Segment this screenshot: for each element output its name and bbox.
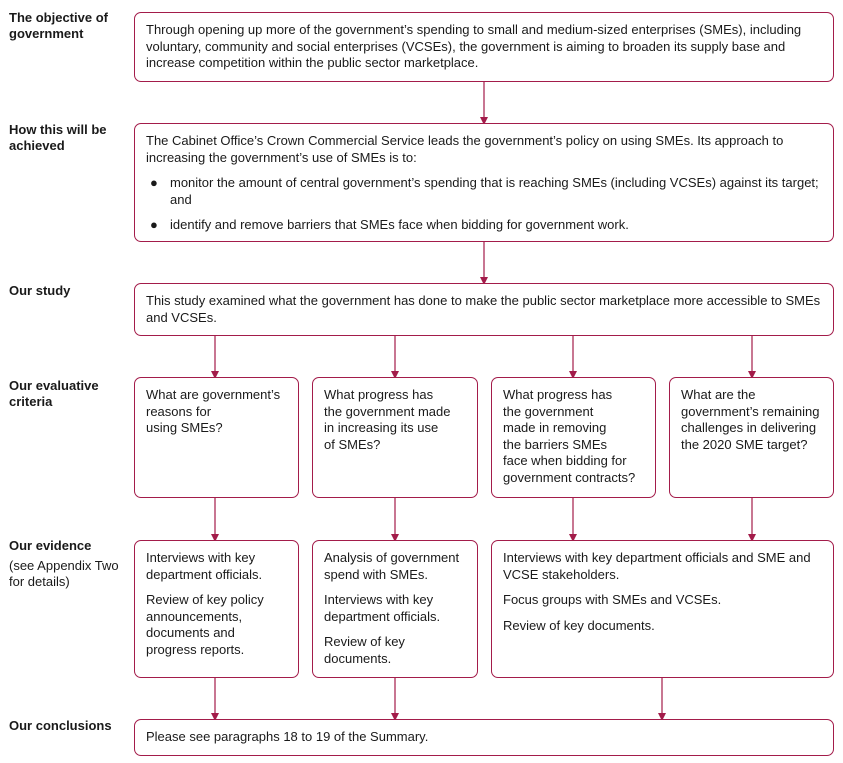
label-objective: The objective of government xyxy=(9,10,108,41)
label-how: How this will be achieved xyxy=(9,122,107,153)
study-text: This study examined what the government … xyxy=(146,293,821,325)
objective-text: Through opening up more of the governmen… xyxy=(146,22,802,70)
evidence-box-3: Interviews with key department officials… xyxy=(491,540,834,678)
criteria-box-2: What progress has the government made in… xyxy=(312,377,478,498)
criteria-text: What progress has the government made in… xyxy=(503,387,636,485)
how-box: The Cabinet Office’s Crown Commercial Se… xyxy=(134,123,834,242)
evidence-text: Review of key documents. xyxy=(503,617,655,633)
evidence-text: Review of key policy announcements, docu… xyxy=(146,592,264,657)
label-evidence-sub: (see Appendix Two for details) xyxy=(9,558,119,589)
label-criteria: Our evaluative criteria xyxy=(9,378,99,409)
objective-box: Through opening up more of the governmen… xyxy=(134,12,834,82)
criteria-box-1: What are government’s reasons for using … xyxy=(134,377,299,498)
how-bullet-text: identify and remove barriers that SMEs f… xyxy=(170,217,629,232)
label-study: Our study xyxy=(9,283,71,298)
conclusions-text: Please see paragraphs 18 to 19 of the Su… xyxy=(146,729,429,744)
criteria-box-4: What are the government’s remaining chal… xyxy=(669,377,834,498)
evidence-text: Interviews with key department officials… xyxy=(503,550,811,582)
evidence-text: Focus groups with SMEs and VCSEs. xyxy=(503,592,722,607)
how-intro: The Cabinet Office’s Crown Commercial Se… xyxy=(146,133,784,165)
criteria-text: What are government’s reasons for using … xyxy=(146,387,281,435)
bullet-icon: ● xyxy=(150,175,158,190)
conclusions-box: Please see paragraphs 18 to 19 of the Su… xyxy=(134,719,834,756)
evidence-box-2: Analysis of government spend with SMEs. … xyxy=(312,540,478,678)
how-bullet-item: ● monitor the amount of central governmen… xyxy=(146,175,822,208)
label-evidence-title: Our evidence xyxy=(9,538,92,553)
how-bullet-list: ● monitor the amount of central governmen… xyxy=(146,175,822,234)
evidence-text: Review of key documents. xyxy=(324,634,405,666)
evidence-text: Analysis of government spend with SMEs. xyxy=(324,550,460,582)
criteria-box-3: What progress has the government made in… xyxy=(491,377,656,498)
criteria-text: What progress has the government made in… xyxy=(324,387,451,452)
label-evidence: Our evidence (see Appendix Two for detai… xyxy=(9,538,127,590)
study-box: This study examined what the government … xyxy=(134,283,834,336)
evidence-text: Interviews with key department officials… xyxy=(146,550,263,582)
evidence-text: Interviews with key department officials… xyxy=(324,592,441,624)
label-conclusions: Our conclusions xyxy=(9,718,112,733)
how-bullet-text: monitor the amount of central government… xyxy=(170,175,819,207)
bullet-icon: ● xyxy=(150,217,158,232)
how-bullet-item: ● identify and remove barriers that SMEs … xyxy=(146,217,822,234)
evidence-box-1: Interviews with key department officials… xyxy=(134,540,299,678)
criteria-text: What are the government’s remaining chal… xyxy=(681,387,820,452)
